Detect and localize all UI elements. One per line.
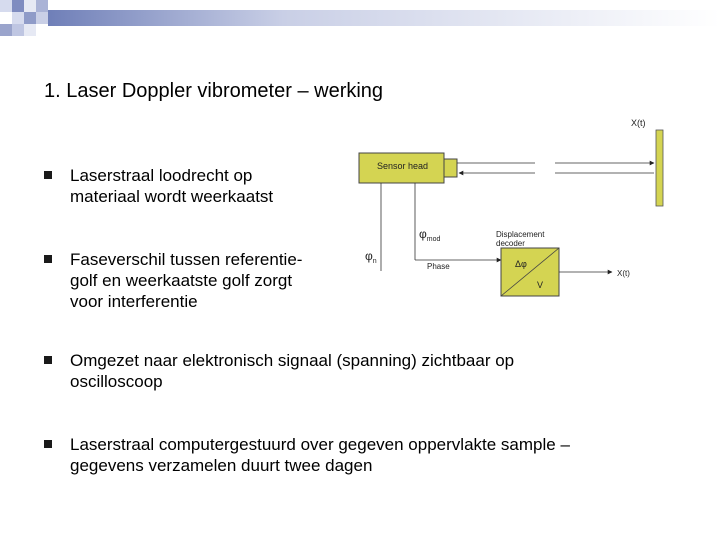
v-label: V [537, 280, 543, 290]
bullet-text: Laserstraal loodrecht op materiaal wordt… [70, 165, 273, 207]
bullet-text: Faseverschil tussen referentie- golf en … [70, 249, 302, 312]
bullet-line: oscilloscoop [70, 372, 163, 391]
square-bullet-icon [44, 356, 52, 364]
bullet-line: Faseverschil tussen referentie- [70, 250, 303, 269]
bullet-line: gegevens verzamelen duurt twee dagen [70, 456, 373, 475]
decoder-label: Displacement decoder [496, 230, 547, 248]
slide-title: 1. Laser Doppler vibrometer – werking [44, 80, 384, 102]
phi-n-label: φn [365, 249, 377, 265]
bullet-line: Omgezet naar elektronisch signaal (spann… [70, 351, 515, 370]
bullet-text: Laserstraal computergestuurd over gegeve… [70, 434, 570, 476]
decorative-header-band [0, 0, 720, 36]
bullet-line: materiaal wordt weerkaatst [70, 187, 274, 206]
vibrometer-diagram: X(t) Sensor head φmod φn Displacement de… [358, 118, 664, 297]
sensor-head-nozzle [443, 158, 458, 178]
sensor-head-box [358, 152, 445, 184]
square-bullet-icon [44, 255, 52, 263]
phi-mod-label: φmod [419, 227, 441, 243]
x-top-label: X(t) [631, 118, 646, 128]
phase-label: Phase [427, 262, 450, 271]
decoder-diagonal [500, 247, 560, 297]
bullet-line: Laserstraal loodrecht op [70, 166, 253, 185]
delta-phi-label: Δφ [515, 259, 527, 269]
square-bullet-icon [44, 171, 52, 179]
bullet-line: golf en weerkaatste golf zorgt [70, 271, 293, 290]
bullet-text: Omgezet naar elektronisch signaal (spann… [70, 350, 514, 392]
square-bullet-icon [44, 440, 52, 448]
x-out-label: X(t) [617, 269, 630, 278]
bullet-line: Laserstraal computergestuurd over gegeve… [70, 435, 570, 454]
target-surface [655, 129, 664, 207]
bullet-line: voor interferentie [70, 292, 198, 311]
sensor-head-label: Sensor head [377, 161, 428, 171]
